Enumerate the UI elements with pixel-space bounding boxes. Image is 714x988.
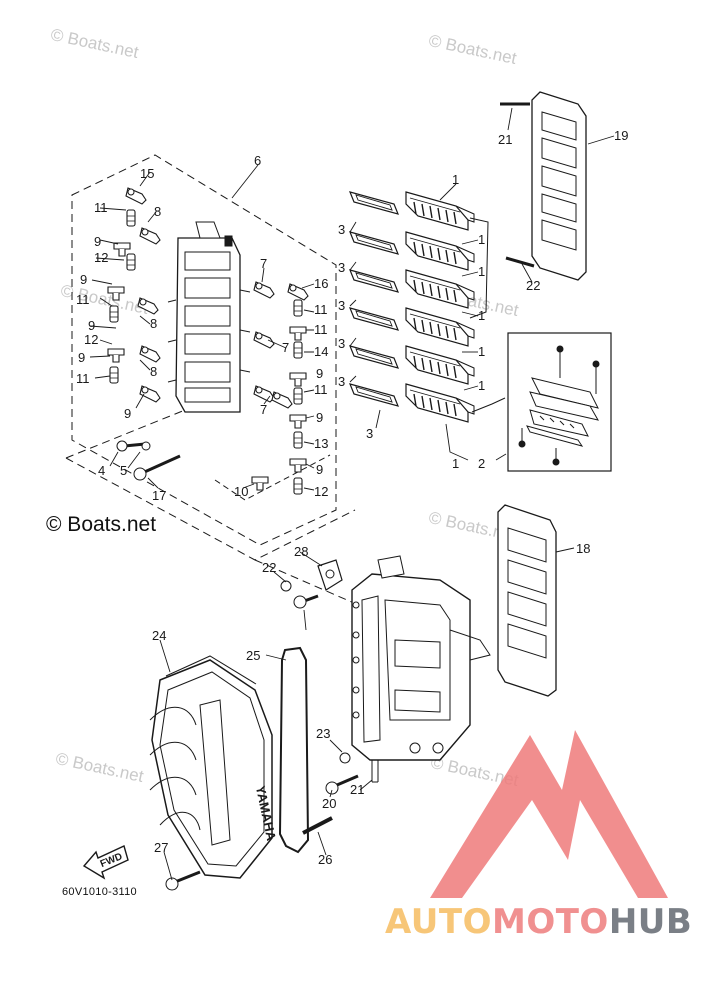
callout-14: 15 xyxy=(140,166,154,181)
callout-12-b: 12 xyxy=(84,332,98,347)
callout-1-e: 1 xyxy=(478,344,485,359)
callout-15: 16 xyxy=(314,276,328,291)
callout-10: 11 xyxy=(314,322,328,337)
callout-3-c: 3 xyxy=(338,298,345,313)
callout-3-e: 3 xyxy=(338,374,345,389)
assembly-outline-6 xyxy=(71,154,337,546)
callout-24: 25 xyxy=(246,648,260,663)
leader-lines xyxy=(89,107,615,881)
callout-11-d: 11 xyxy=(314,302,328,317)
callout-labels: 1 1 1 1 1 1 1 2 3 3 3 3 3 3 4 5 6 7 7 7 … xyxy=(76,128,628,867)
callout-12-a: 12 xyxy=(94,250,108,265)
callout-3-d: 3 xyxy=(338,336,345,351)
callout-4: 4 xyxy=(98,463,105,478)
callout-20: 21 xyxy=(350,782,364,797)
callout-11-b: 11 xyxy=(76,292,90,307)
callout-23: 24 xyxy=(152,628,166,643)
callout-5: 5 xyxy=(120,463,127,478)
automotohub-logo-icon xyxy=(430,730,668,898)
callout-21-b: 22 xyxy=(526,278,540,293)
callout-8-b: 8 xyxy=(150,316,157,331)
callout-9-i: 10 xyxy=(234,484,248,499)
callout-3-b: 3 xyxy=(338,260,345,275)
callout-1-d: 1 xyxy=(478,308,485,323)
callout-1-b: 1 xyxy=(478,232,485,247)
callout-9-h: 9 xyxy=(316,462,323,477)
callout-18: 19 xyxy=(614,128,628,143)
callout-7-a: 7 xyxy=(260,256,267,271)
callout-9-f: 9 xyxy=(316,366,323,381)
callout-3-f: 3 xyxy=(366,426,373,441)
callout-9-e: 9 xyxy=(124,406,131,421)
callout-21-a: 21 xyxy=(498,132,512,147)
callout-9-d: 9 xyxy=(78,350,85,365)
callout-11-a: 11 xyxy=(94,200,108,215)
callout-1-f: 1 xyxy=(478,378,485,393)
callout-25: 26 xyxy=(318,852,332,867)
callout-7-c: 7 xyxy=(260,402,267,417)
callout-16: 17 xyxy=(152,488,166,503)
callout-6: 6 xyxy=(254,153,261,168)
callout-11-f: 12 xyxy=(314,484,328,499)
callout-11-c: 11 xyxy=(76,371,90,386)
brand-part-auto: AUTO xyxy=(385,902,492,942)
callout-9-b: 9 xyxy=(80,272,87,287)
callout-26: 27 xyxy=(154,840,168,855)
callout-1-g: 1 xyxy=(452,456,459,471)
callout-1-c: 1 xyxy=(478,264,485,279)
callout-9-a: 9 xyxy=(94,234,101,249)
callout-22-a: 22 xyxy=(262,560,276,575)
callout-12-c: 13 xyxy=(314,436,328,451)
callout-27: 28 xyxy=(294,544,308,559)
diagram-part-code: 60V1010-3110 xyxy=(62,886,137,898)
callout-13: 14 xyxy=(314,344,328,359)
copyright-notice: © Boats.net xyxy=(46,513,157,536)
callout-22-b: 23 xyxy=(316,726,330,741)
callout-9-g: 9 xyxy=(316,410,323,425)
callout-17: 18 xyxy=(576,541,590,556)
callout-11-e: 11 xyxy=(314,382,328,397)
callout-1-a: 1 xyxy=(452,172,459,187)
automotohub-wordmark: AUTOMOTOHUB xyxy=(385,902,692,942)
brand-part-hub: HUB xyxy=(608,902,693,942)
callout-8-a: 8 xyxy=(154,204,161,219)
callout-2: 2 xyxy=(478,456,485,471)
callout-19: 20 xyxy=(322,796,336,811)
callout-9-c: 9 xyxy=(88,318,95,333)
callout-8-c: 8 xyxy=(150,364,157,379)
brand-part-moto: MOTO xyxy=(491,902,609,942)
callout-7-b: 7 xyxy=(282,340,289,355)
callout-3-a: 3 xyxy=(338,222,345,237)
